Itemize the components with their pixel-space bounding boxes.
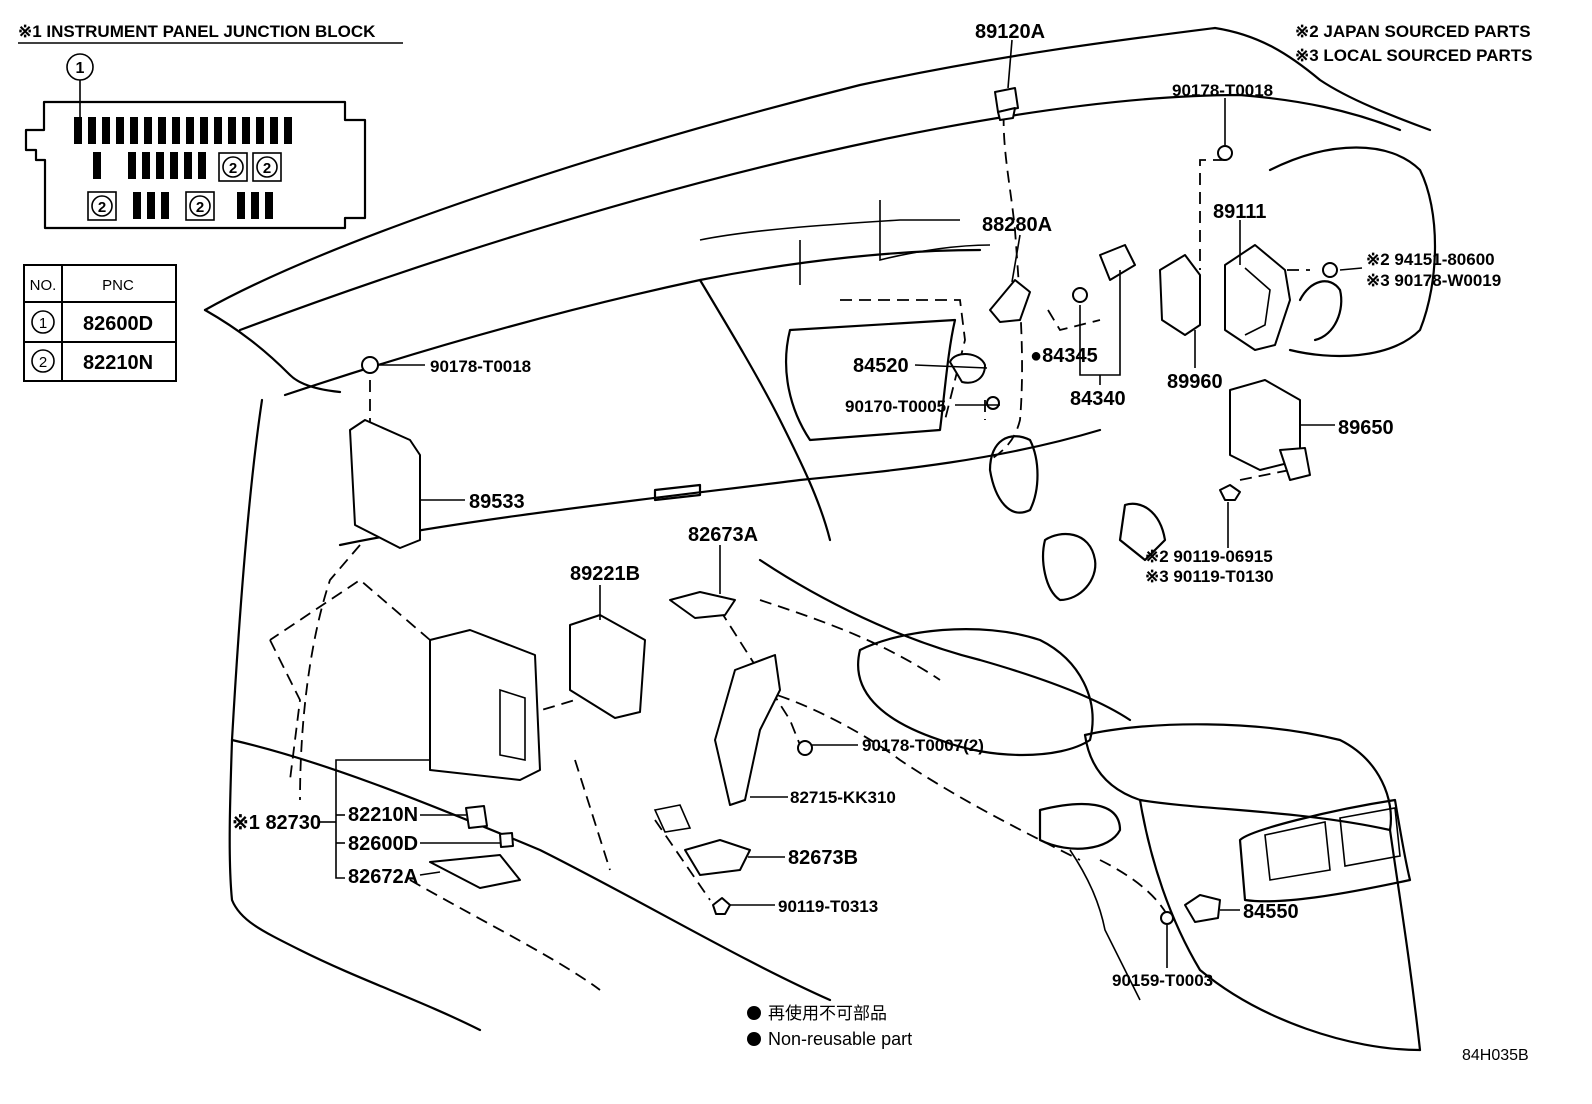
part-90119-06915-shape[interactable] bbox=[1219, 484, 1241, 501]
part-89120A-shape[interactable] bbox=[994, 87, 1019, 121]
pnc-row-1-circle bbox=[31, 310, 55, 334]
label-82210N: 82210N bbox=[348, 804, 418, 826]
label-82600D: 82600D bbox=[348, 833, 418, 855]
pnc-row-2-no: 2 bbox=[39, 354, 47, 371]
junction-block-title: ※1 INSTRUMENT PANEL JUNCTION BLOCK bbox=[18, 22, 376, 41]
relay-box-4: 2 bbox=[185, 191, 215, 221]
part-90178-T0007-shape[interactable] bbox=[797, 740, 813, 756]
part-90119-T0313-shape[interactable] bbox=[712, 897, 731, 915]
parts bbox=[349, 87, 1338, 925]
part-88280A-shape[interactable] bbox=[989, 279, 1031, 323]
pnc-row-1-pnc: 82600D bbox=[83, 313, 153, 335]
pnc-header-pnc: PNC bbox=[102, 277, 134, 294]
assembly-dashed-lines bbox=[269, 94, 1310, 991]
part-90170-T0005-shape[interactable] bbox=[986, 396, 1000, 410]
svg-text:2: 2 bbox=[98, 199, 106, 216]
fuse-row-3 bbox=[133, 192, 169, 219]
label-90170-T0005: 90170-T0005 bbox=[845, 397, 946, 416]
label-82673A: 82673A bbox=[688, 524, 758, 546]
label-90119-06915: ※2 90119-06915 bbox=[1145, 547, 1273, 566]
label-89533: 89533 bbox=[469, 491, 525, 513]
part-82673A-shape[interactable] bbox=[669, 591, 736, 619]
pnc-row-1-no: 1 bbox=[39, 315, 47, 332]
note-japan-sourced: ※2 JAPAN SOURCED PARTS bbox=[1295, 22, 1531, 41]
leader-lines bbox=[320, 39, 1363, 968]
figure-code: 84H035B bbox=[1462, 1047, 1529, 1064]
svg-text:2: 2 bbox=[263, 160, 271, 177]
part-94151-shape[interactable] bbox=[1322, 262, 1338, 278]
junction-block-inset: ※1 INSTRUMENT PANEL JUNCTION BLOCK 1 2 bbox=[18, 22, 403, 230]
svg-text:2: 2 bbox=[229, 160, 237, 177]
note-local-sourced: ※3 LOCAL SOURCED PARTS bbox=[1295, 46, 1532, 65]
label-89650: 89650 bbox=[1338, 417, 1394, 439]
label-89960: 89960 bbox=[1167, 371, 1223, 393]
part-90159-T0003-shape[interactable] bbox=[1160, 911, 1174, 925]
legend-en: Non-reusable part bbox=[768, 1029, 912, 1049]
part-84550-shape[interactable] bbox=[1184, 894, 1221, 923]
part-82715-KK310-shape[interactable] bbox=[714, 654, 781, 806]
label-82730: ※1 82730 bbox=[232, 812, 321, 834]
label-90159-T0003: 90159-T0003 bbox=[1112, 971, 1213, 990]
label-82715-KK310: 82715-KK310 bbox=[790, 788, 896, 807]
fuse-row-1 bbox=[74, 117, 292, 144]
part-82600D-shape[interactable] bbox=[499, 832, 514, 848]
pnc-row-2-pnc: 82210N bbox=[83, 352, 153, 374]
pnc-table: NO. PNC 1 82600D 2 82210N bbox=[23, 264, 177, 382]
legend: 再使用不可部品 Non-reusable part bbox=[747, 1003, 912, 1049]
relay-box-1: 2 bbox=[218, 152, 248, 182]
legend-jp: 再使用不可部品 bbox=[768, 1003, 887, 1023]
label-82672A: 82672A bbox=[348, 866, 418, 888]
label-89120A: 89120A bbox=[975, 21, 1045, 43]
label-90178-W0019: ※3 90178-W0019 bbox=[1366, 271, 1501, 290]
label-90119-T0130: ※3 90119-T0130 bbox=[1145, 567, 1274, 586]
part-84520-shape[interactable] bbox=[949, 353, 986, 384]
label-88280A: 88280A bbox=[982, 214, 1052, 236]
callout-1-label: 1 bbox=[76, 60, 85, 77]
label-89221B: 89221B bbox=[570, 563, 640, 585]
label-90178-T0018-left: 90178-T0018 bbox=[430, 357, 531, 376]
junction-block-outline bbox=[24, 100, 367, 230]
label-90178-T0018-top: 90178-T0018 bbox=[1172, 81, 1273, 100]
pnc-row-2-circle bbox=[31, 349, 55, 373]
part-89533-shape[interactable] bbox=[349, 419, 421, 549]
part-82730-shape[interactable] bbox=[429, 629, 541, 781]
relay-box-2: 2 bbox=[252, 152, 282, 182]
svg-text:2: 2 bbox=[196, 199, 204, 216]
part-90178-T0018-left-shape[interactable] bbox=[361, 356, 379, 374]
fuse-row-2 bbox=[93, 152, 206, 179]
label-84345: ●84345 bbox=[1030, 345, 1098, 367]
pnc-header-no: NO. bbox=[30, 277, 57, 294]
label-90119-T0313: 90119-T0313 bbox=[778, 897, 878, 916]
part-84343-bulb-shape[interactable] bbox=[1099, 244, 1136, 281]
label-89111: 89111 bbox=[1213, 201, 1266, 223]
part-90178-T0018-top-shape[interactable] bbox=[1217, 145, 1233, 161]
part-82673B-shape[interactable] bbox=[684, 839, 751, 876]
legend-bullet-2 bbox=[747, 1032, 761, 1046]
part-89111-shape[interactable] bbox=[1224, 244, 1291, 351]
label-90178-T0007: 90178-T0007(2) bbox=[862, 736, 984, 755]
fuse-row-4 bbox=[237, 192, 273, 219]
relay-box-3: 2 bbox=[87, 191, 117, 221]
legend-bullet-1 bbox=[747, 1006, 761, 1020]
part-labels: 89120A 90178-T0018 89111 88280A ※2 94151… bbox=[232, 21, 1501, 990]
label-84340: 84340 bbox=[1070, 388, 1126, 410]
label-82673B: 82673B bbox=[788, 847, 858, 869]
part-89960-shape[interactable] bbox=[1159, 254, 1201, 336]
part-89221B-shape[interactable] bbox=[569, 614, 646, 719]
label-84520: 84520 bbox=[853, 355, 909, 377]
dashboard-outline bbox=[203, 26, 1437, 1052]
part-82672A-shape[interactable] bbox=[429, 854, 521, 889]
label-84550: 84550 bbox=[1243, 901, 1299, 923]
label-94151-80600: ※2 94151-80600 bbox=[1366, 250, 1495, 269]
part-82210N-shape[interactable] bbox=[465, 805, 488, 829]
